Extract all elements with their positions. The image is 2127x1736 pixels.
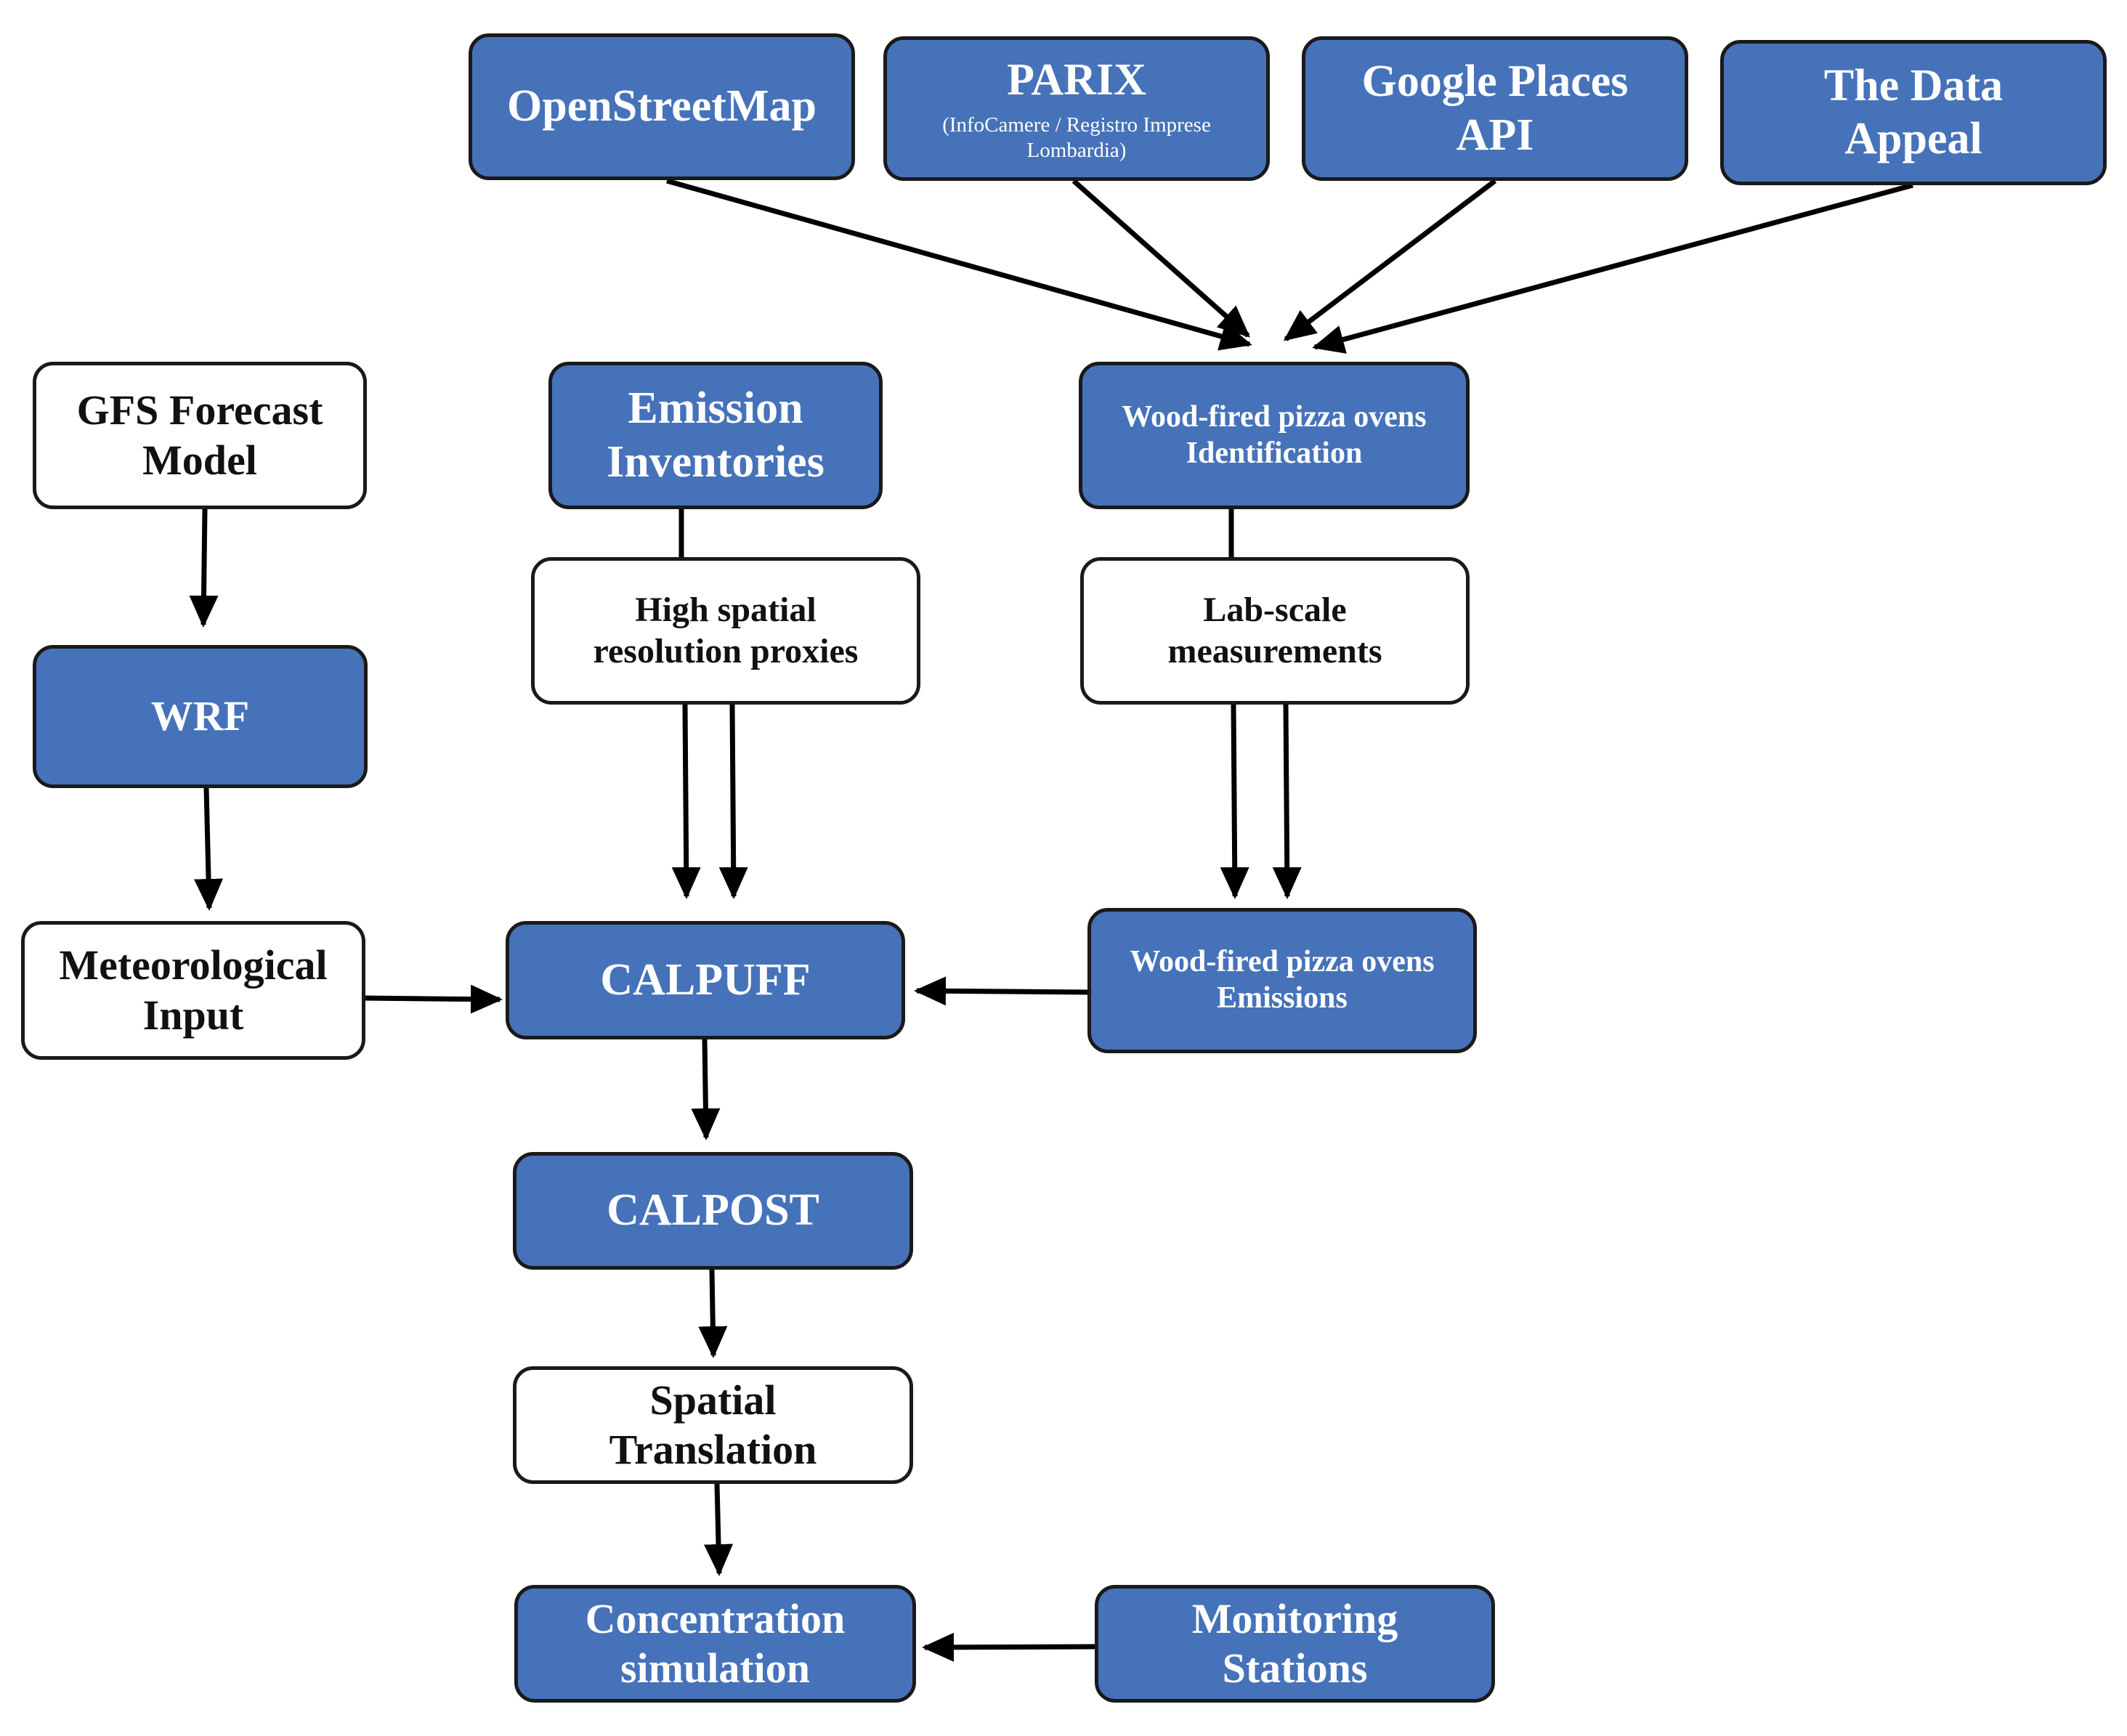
edge-wrf-to-met [194, 787, 224, 911]
node-parix: PARIX (InfoCamere / Registro Imprese Lom… [883, 36, 1270, 181]
node-wrf: WRF [33, 645, 368, 788]
node-monitoring-stations: Monitoring Stations [1095, 1585, 1495, 1703]
node-parix-sublabel: (InfoCamere / Registro Imprese Lombardia… [942, 113, 1211, 163]
node-calpuff: CALPUFF [506, 921, 905, 1039]
node-calpost-label: CALPOST [607, 1185, 819, 1236]
node-high-spatial-resolution-proxies-label: High spatial resolution proxies [593, 590, 859, 670]
node-ovens-identification-label: Wood-fired pizza ovens Identification [1122, 399, 1427, 470]
node-ovens-emissions: Wood-fired pizza ovens Emissions [1087, 908, 1477, 1053]
node-the-data-appeal-label: The Data Appeal [1823, 60, 2004, 163]
node-lab-scale-measurements-label: Lab-scale measurements [1167, 590, 1382, 670]
edge-gfs-to-wrf [189, 508, 219, 628]
node-calpost: CALPOST [513, 1152, 913, 1270]
edge-spatial-to-concentration [704, 1483, 734, 1576]
node-meteorological-input-label: Meteorological Input [59, 941, 328, 1039]
node-meteorological-input: Meteorological Input [21, 921, 365, 1060]
edge-dataappeal-to-ovens-identification [1312, 182, 1913, 354]
node-gfs-forecast-model-label: GFS Forecast Model [76, 386, 323, 484]
edge-lab-to-ovens-emissions-a [1220, 704, 1249, 899]
edge-osm-to-ovens-identification [666, 178, 1252, 351]
edge-proxies-to-calpuff-b [718, 704, 748, 899]
node-wrf-label: WRF [150, 692, 250, 740]
node-high-spatial-resolution-proxies: High spatial resolution proxies [531, 557, 920, 705]
node-gfs-forecast-model: GFS Forecast Model [33, 362, 367, 509]
node-spatial-translation-label: Spatial Translation [609, 1376, 817, 1473]
node-google-places-api-label: Google Places API [1361, 57, 1629, 160]
node-google-places-api: Google Places API [1302, 36, 1688, 181]
node-ovens-identification: Wood-fired pizza ovens Identification [1079, 362, 1470, 509]
node-spatial-translation: Spatial Translation [513, 1366, 913, 1484]
edge-met-to-calpuff [362, 984, 503, 1014]
node-emission-inventories: Emission Inventories [548, 362, 883, 509]
node-parix-label: PARIX [1007, 55, 1146, 105]
edge-calpost-to-spatial [698, 1269, 728, 1358]
edge-calpuff-to-calpost [691, 1039, 721, 1140]
node-openstreetmap: OpenStreetMap [469, 33, 855, 180]
edge-ovens-emissions-to-calpuff [914, 976, 1089, 1006]
edge-parix-to-ovens-identification [1071, 179, 1250, 338]
node-concentration-simulation: Concentration simulation [514, 1585, 916, 1703]
node-monitoring-stations-label: Monitoring Stations [1191, 1594, 1398, 1692]
node-openstreetmap-label: OpenStreetMap [507, 81, 817, 131]
node-concentration-simulation-label: Concentration simulation [585, 1594, 846, 1692]
node-emission-inventories-label: Emission Inventories [607, 384, 825, 487]
node-lab-scale-measurements: Lab-scale measurements [1080, 557, 1470, 705]
edge-lab-to-ovens-emissions-b [1272, 704, 1302, 899]
edge-google-to-ovens-identification [1283, 179, 1497, 341]
node-the-data-appeal: The Data Appeal [1720, 40, 2107, 185]
node-calpuff-label: CALPUFF [600, 954, 811, 1005]
node-ovens-emissions-label: Wood-fired pizza ovens Emissions [1130, 945, 1435, 1015]
edge-proxies-to-calpuff-a [671, 704, 701, 899]
